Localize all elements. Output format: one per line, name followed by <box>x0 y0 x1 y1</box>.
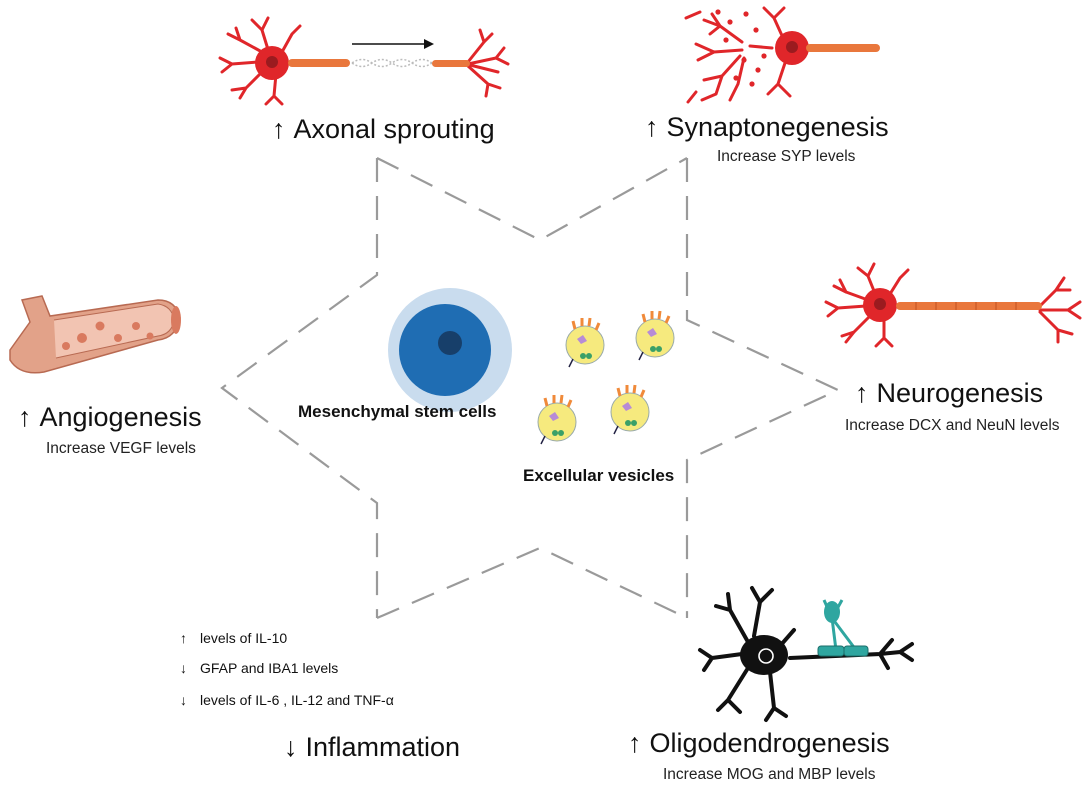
blood-vessel-icon <box>9 295 181 374</box>
synaptogenesis-neuron-icon <box>684 6 880 104</box>
synaptogenesis-label: ↑Synaptonegenesis <box>645 112 889 143</box>
vesicle-icon <box>635 310 675 361</box>
neurogenesis-detail: Increase DCX and NeuN levels <box>845 417 1060 434</box>
up-arrow-icon: ↑ <box>645 112 659 142</box>
vesicle-icon <box>565 317 605 368</box>
down-arrow-icon: ↓ <box>284 732 298 762</box>
angiogenesis-title: Angiogenesis <box>39 402 202 432</box>
dashed-star <box>220 157 841 620</box>
inflammation-item: ↓levels of IL-6 , IL-12 and TNF-α <box>180 692 394 708</box>
neurogenesis-neuron-icon <box>824 262 1082 348</box>
inflammation-item: ↓GFAP and IBA1 levels <box>180 660 339 676</box>
angiogenesis-detail: Increase VEGF levels <box>46 440 196 457</box>
vesicle-icon <box>610 384 650 435</box>
inflammation-label: ↓Inflammation <box>284 732 460 763</box>
axonal-sprouting-neuron-icon <box>218 16 510 106</box>
synaptogenesis-detail: Increase SYP levels <box>717 148 856 165</box>
stem-cell-label: Mesenchymal stem cells <box>298 402 497 421</box>
inflammation-title: Inflammation <box>305 732 461 762</box>
up-arrow-icon: ↑ <box>180 630 187 646</box>
inflammation-item: ↑levels of IL-10 <box>180 630 288 646</box>
up-arrow-icon: ↑ <box>18 402 32 432</box>
oligodendrogenesis-title: Oligodendrogenesis <box>649 728 890 758</box>
down-arrow-icon: ↓ <box>180 660 187 676</box>
oligodendrogenesis-detail: Increase MOG and MBP levels <box>663 766 876 783</box>
up-arrow-icon: ↑ <box>628 728 642 758</box>
axonal-sprouting-label: ↑Axonal sprouting <box>272 114 495 145</box>
vesicle-icon <box>537 394 577 445</box>
oligodendrogenesis-label: ↑Oligodendrogenesis <box>628 728 890 759</box>
vesicle-label: Excellular vesicles <box>523 466 675 485</box>
stem-cell-icon <box>388 288 512 412</box>
down-arrow-icon: ↓ <box>180 692 187 708</box>
oligodendrocyte-neuron-icon <box>698 586 914 722</box>
up-arrow-icon: ↑ <box>272 114 286 144</box>
axonal-sprouting-title: Axonal sprouting <box>293 114 495 144</box>
neurogenesis-label: ↑Neurogenesis <box>855 378 1043 409</box>
neurogenesis-title: Neurogenesis <box>876 378 1044 408</box>
angiogenesis-label: ↑Angiogenesis <box>18 402 202 433</box>
up-arrow-icon: ↑ <box>855 378 869 408</box>
synaptogenesis-title: Synaptonegenesis <box>666 112 889 142</box>
